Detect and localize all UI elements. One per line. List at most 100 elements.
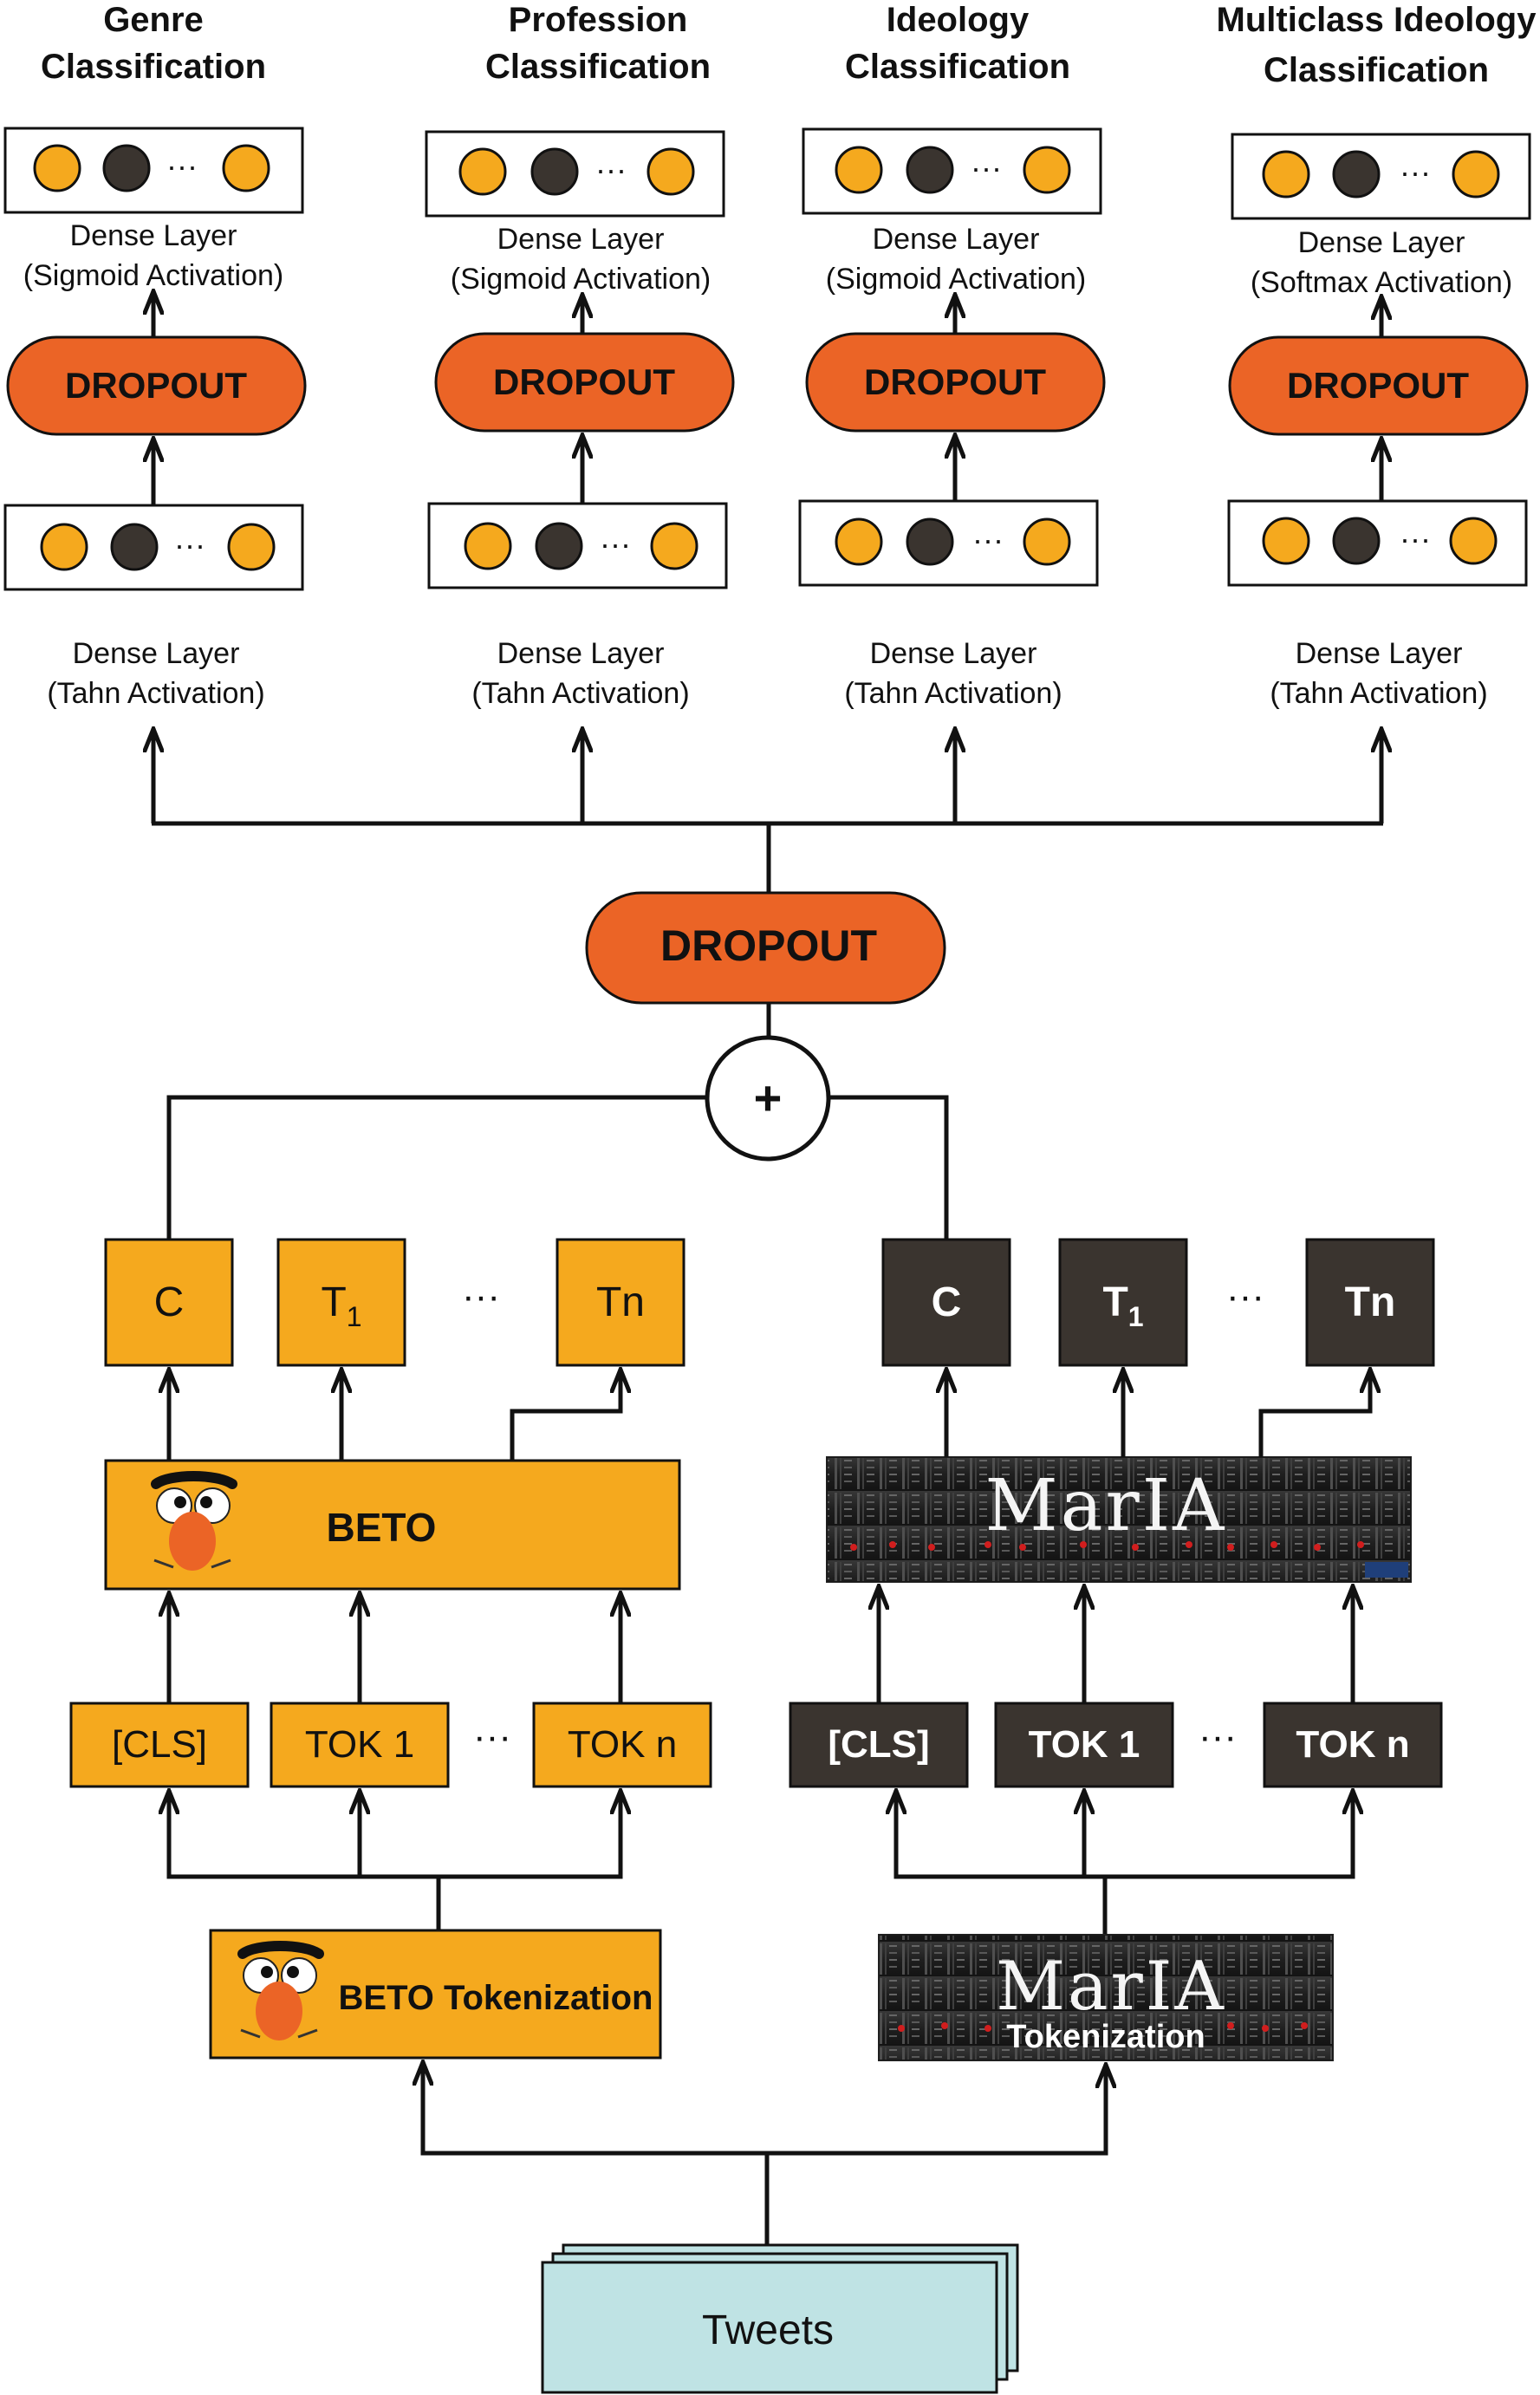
- beto-output-c-label: C: [154, 1279, 185, 1325]
- t1-main: T: [1102, 1279, 1127, 1325]
- beto-tokenizer-label: BETO Tokenization: [339, 1979, 653, 2017]
- beto-token-n: [532, 1702, 712, 1788]
- t1-subscript: 1: [1128, 1301, 1144, 1332]
- beto-output-c: [104, 1238, 234, 1367]
- activation-label: (Sigmoid Activation): [23, 259, 283, 292]
- flow-arrow: [896, 1790, 1108, 1935]
- connector-line: [828, 1095, 949, 1240]
- dropout-label: DROPOUT: [493, 361, 675, 402]
- beto-branch: C T1 ··· Tn BETO [CLS] TOK 1 ··· TOK n: [69, 1238, 712, 2060]
- neuron-ellipsis: ···: [174, 527, 205, 563]
- neuron-icon: [530, 147, 579, 196]
- neuron-ellipsis: ···: [1400, 521, 1431, 556]
- neuron-icon: [102, 144, 151, 192]
- shared-dropout-block: [585, 891, 946, 1005]
- maria-token-ellipsis: ···: [1199, 1715, 1237, 1758]
- neuron-icon: [906, 517, 954, 566]
- maria-output-tn: [1305, 1238, 1435, 1367]
- neuron-ellipsis: ···: [600, 526, 631, 562]
- maria-output-t1-label: T1: [1102, 1279, 1143, 1332]
- neuron-icon: [1023, 517, 1071, 566]
- neuron-icon: [906, 146, 954, 194]
- neuron-icon: [535, 522, 583, 570]
- beto-output-t1-label: T1: [321, 1279, 361, 1332]
- head-title-line2: Classification: [485, 48, 711, 86]
- neuron-ellipsis: ···: [595, 152, 627, 187]
- merge-section: DROPOUT +: [152, 728, 1383, 1240]
- maria-token-1: [994, 1702, 1174, 1788]
- maria-output-t1: [1058, 1238, 1188, 1367]
- dense-layer-label: Dense Layer: [1296, 637, 1463, 670]
- server-led-icon: [898, 2022, 1308, 2032]
- maria-output-ellipsis: ···: [1226, 1275, 1264, 1318]
- activation-label: (Tahn Activation): [47, 677, 264, 710]
- dropout-label: DROPOUT: [1287, 365, 1469, 406]
- neuron-icon: [1452, 150, 1500, 198]
- maria-output-c: [881, 1238, 1011, 1367]
- neuron-icon: [1449, 517, 1498, 565]
- neuron-icon: [227, 523, 276, 571]
- neuron-ellipsis: ···: [972, 522, 1004, 557]
- neuron-icon: [1332, 150, 1381, 198]
- neuron-icon: [835, 517, 883, 566]
- activation-label: (Tahn Activation): [844, 677, 1062, 710]
- maria-output-c-label: C: [932, 1279, 962, 1325]
- dropout-label: DROPOUT: [65, 365, 247, 406]
- neuron-icon: [1262, 150, 1310, 198]
- flow-arrow: [767, 2064, 1106, 2156]
- multiclass-ideology-head: Multiclass Ideology Classification ··· D…: [1217, 1, 1537, 710]
- flow-arrow: [1258, 1369, 1370, 1457]
- head-title-line1: Ideology: [887, 1, 1030, 39]
- flow-arrow: [510, 1369, 621, 1461]
- dense-layer-label: Dense Layer: [1298, 226, 1465, 259]
- tweets-input-block: [541, 2261, 998, 2394]
- neuron-icon: [464, 522, 512, 570]
- ideology-head: Ideology Classification ··· Dense Layer …: [798, 1, 1106, 710]
- input-section: Tweets: [423, 2061, 1106, 2394]
- activation-label: (Tahn Activation): [471, 677, 689, 710]
- flow-arrow: [1105, 1790, 1353, 1879]
- maria-model-block: [826, 1456, 1412, 1583]
- beto-output-ellipsis: ···: [462, 1275, 500, 1318]
- neuron-icon: [835, 146, 883, 194]
- beto-output-t1: [276, 1238, 406, 1367]
- neuron-icon: [40, 523, 88, 571]
- neuron-ellipsis: ···: [166, 148, 198, 184]
- maria-token-1-label: TOK 1: [1029, 1723, 1140, 1766]
- dropout-label: DROPOUT: [864, 361, 1046, 402]
- beto-output-tn-label: Tn: [596, 1279, 645, 1325]
- neuron-icon: [33, 144, 81, 192]
- maria-token-n: [1263, 1702, 1443, 1788]
- flow-arrow: [169, 1790, 441, 1930]
- head-title-line1: Genre: [103, 1, 204, 39]
- neuron-ellipsis: ···: [971, 150, 1002, 185]
- beto-mascot-icon: [151, 1471, 237, 1571]
- concat-plus-symbol: +: [754, 1071, 783, 1125]
- maria-output-tn-label: Tn: [1345, 1279, 1396, 1325]
- t1-subscript: 1: [347, 1301, 362, 1332]
- head-title-line1: Multiclass Ideology: [1217, 1, 1537, 39]
- activation-label: (Tahn Activation): [1270, 677, 1487, 710]
- maria-branch: C T1 ··· Tn MarIA [CLS] TOK 1 ···: [789, 1238, 1443, 2061]
- t1-main: T: [321, 1279, 346, 1325]
- connector-line: [166, 1095, 707, 1240]
- beto-model-label: BETO: [327, 1505, 437, 1550]
- shared-dropout-label: DROPOUT: [660, 921, 877, 970]
- dense-layer-label: Dense Layer: [873, 223, 1040, 256]
- activation-label: (Sigmoid Activation): [826, 263, 1086, 296]
- flow-arrow: [423, 2061, 770, 2251]
- neuron-icon: [458, 147, 507, 196]
- neuron-icon: [650, 522, 699, 570]
- beto-mascot-icon: [237, 1941, 324, 2040]
- dense-layer-label: Dense Layer: [870, 637, 1037, 670]
- neuron-icon: [222, 144, 270, 192]
- neuron-icon: [647, 147, 695, 196]
- maria-model-label: MarIA: [985, 1465, 1227, 1547]
- maria-tokenizer-logo: MarIA: [996, 1948, 1226, 2026]
- maria-tokenizer-label: Tokenization: [1006, 2019, 1205, 2055]
- maria-token-cls-label: [CLS]: [828, 1723, 929, 1766]
- neuron-icon: [110, 523, 159, 571]
- head-title-line1: Profession: [509, 1, 688, 39]
